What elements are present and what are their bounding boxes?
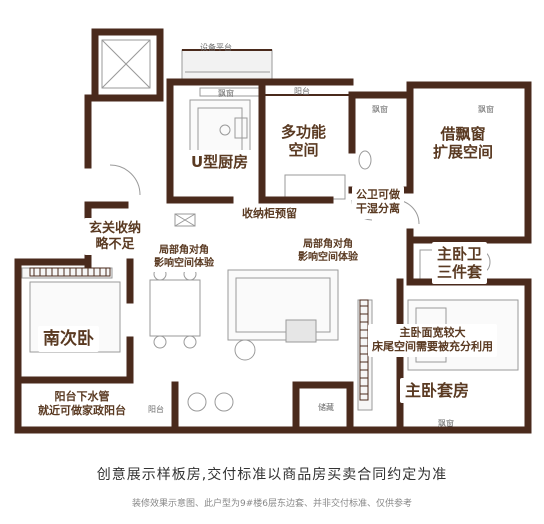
equipment-platform-label: 设备平台 [200, 43, 232, 52]
floor-plan [14, 28, 532, 434]
corner-note-left: 局部角对角 影响空间体验 [150, 242, 218, 272]
south-balcony-label: 阳台 [148, 405, 164, 414]
north-balcony-label: 阳台 [294, 87, 310, 96]
master-bath-label: 主卧卫 三件套 [432, 242, 488, 284]
master-width-note: 主卧面宽较大 床尾空间需要被充分利用 [368, 324, 497, 357]
balcony-pipe-note: 阳台下水管 就近可做家政阳台 [34, 388, 130, 421]
master-suite-label: 主卧套房 [400, 378, 475, 404]
footnote-text: 装修效果示意图、此户型为9#楼6层东边套、并非交付标准、仅供参考 [132, 499, 412, 509]
corner-note-right: 局部角对角 影响空间体验 [294, 236, 362, 266]
multi-function-room-label: 多功能 空间 [276, 120, 332, 162]
storage-label: 储藏 [318, 403, 334, 412]
public-wc-label: 公卫可做 干湿分离 [352, 186, 404, 219]
disclaimer-text: 创意展示样板房,交付标准以商品房买卖合同约定为准 [96, 467, 448, 483]
kitchen-label: U型厨房 [186, 150, 254, 174]
south-bay-window-label: 飘窗 [438, 419, 454, 428]
bay-window-a-label: 飘窗 [372, 105, 388, 114]
bay-window-b-label: 飘窗 [478, 105, 494, 114]
entry-storage-label: 玄关收纳 略不足 [84, 218, 147, 256]
kitchen-bay-window-label: 飘窗 [218, 89, 234, 98]
storage-cabinet-label: 收纳柜预留 [238, 205, 301, 224]
second-bedroom-label: 南次卧 [38, 326, 99, 353]
bay-window-extension-label: 借飘窗 扩展空间 [428, 122, 499, 164]
